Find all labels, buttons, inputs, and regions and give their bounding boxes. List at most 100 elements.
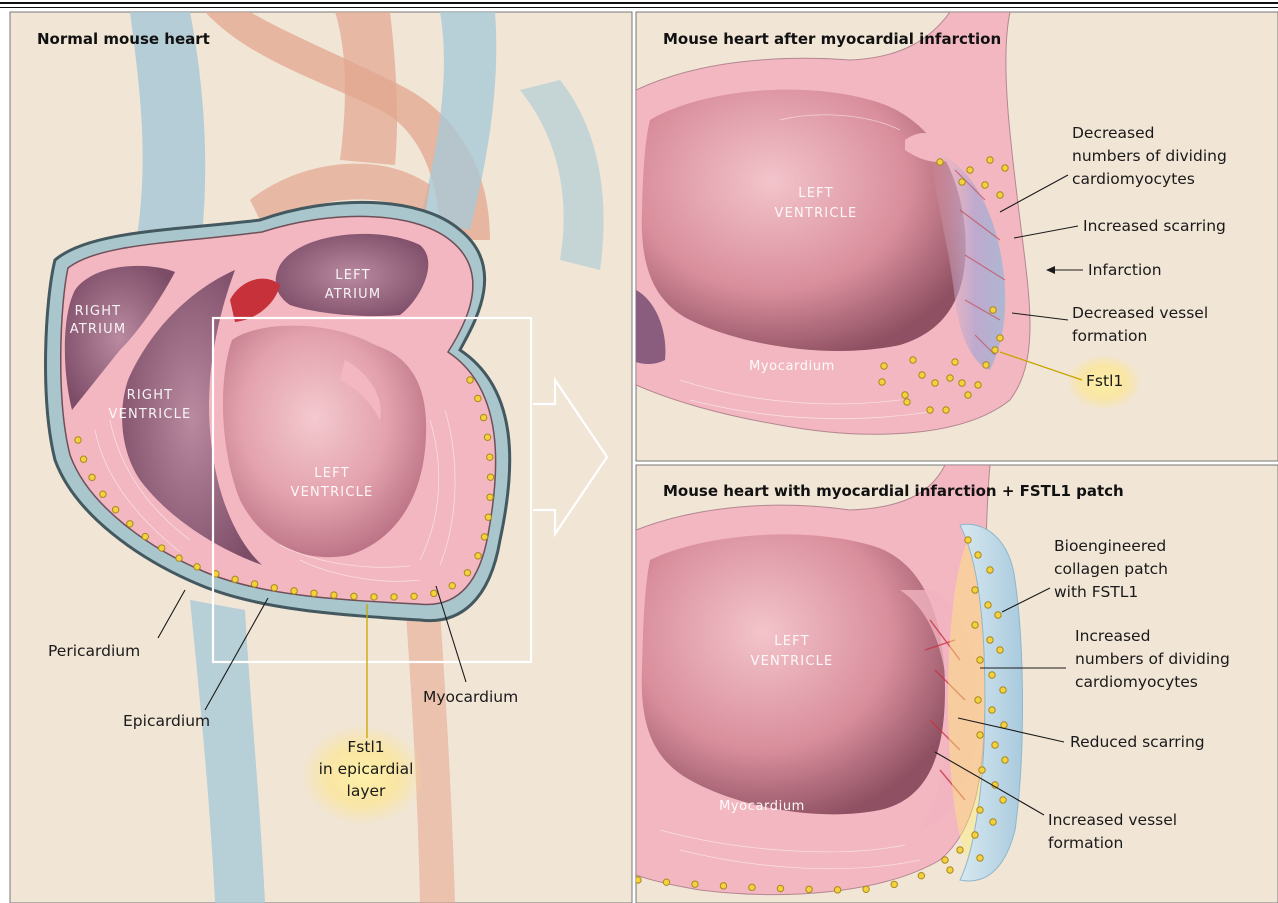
patch-lv-cavity [642, 534, 945, 814]
fstl1-dot [997, 335, 1003, 341]
fstl1-dot [965, 392, 971, 398]
fstl1-dot [972, 587, 978, 593]
fstl1-dot [480, 414, 486, 420]
fstl1-dot [987, 157, 993, 163]
infarct-label-infarction: Infarction [1088, 261, 1162, 279]
infarct-label-lv-2: VENTRICLE [775, 206, 858, 221]
panel-patch-title: Mouse heart with myocardial infarction +… [663, 482, 1124, 500]
fstl1-dot [975, 697, 981, 703]
fstl1-dot [972, 622, 978, 628]
fstl1-dot [481, 534, 487, 540]
label-left-atrium-2: ATRIUM [325, 287, 382, 302]
label-fstl1-2: in epicardial [319, 760, 414, 778]
fstl1-dot [902, 392, 908, 398]
infarct-label-vessel-2: formation [1072, 327, 1147, 345]
patch-label-scarring: Reduced scarring [1070, 733, 1205, 751]
fstl1-dot [80, 456, 86, 462]
fstl1-dot [1000, 687, 1006, 693]
fstl1-dot [194, 564, 200, 570]
fstl1-dot [992, 742, 998, 748]
fstl1-dot [977, 807, 983, 813]
fstl1-dot [979, 767, 985, 773]
panel-patch: Mouse heart with myocardial infarction +… [635, 465, 1278, 903]
fstl1-dot [977, 855, 983, 861]
fstl1-dot [834, 887, 840, 893]
fstl1-dot [232, 576, 238, 582]
fstl1-dot [932, 380, 938, 386]
fstl1-dot [972, 832, 978, 838]
infarct-label-dividing-1: Decreased [1072, 124, 1155, 142]
fstl1-dot [983, 362, 989, 368]
fstl1-dot [467, 377, 473, 383]
infarct-label-dividing-2: numbers of dividing [1072, 147, 1227, 165]
fstl1-dot [997, 647, 1003, 653]
top-rule [0, 2, 1278, 4]
label-left-ventricle-2: VENTRICLE [291, 485, 374, 500]
infarct-label-fstl1: Fstl1 [1086, 372, 1123, 390]
fstl1-dot [475, 395, 481, 401]
fstl1-dot [987, 637, 993, 643]
fstl1-dot [100, 491, 106, 497]
fstl1-dot [391, 594, 397, 600]
fstl1-dot [975, 382, 981, 388]
infarct-label-scarring: Increased scarring [1083, 217, 1226, 235]
top-rule-thin [0, 7, 1278, 8]
fstl1-dot [75, 437, 81, 443]
fstl1-dot [959, 179, 965, 185]
fstl1-dot [937, 159, 943, 165]
fstl1-dot [176, 555, 182, 561]
label-left-atrium-1: LEFT [335, 268, 370, 283]
fstl1-dot [806, 886, 812, 892]
fstl1-dot [943, 407, 949, 413]
fstl1-dot [985, 602, 991, 608]
fstl1-dot [977, 657, 983, 663]
label-left-ventricle-1: LEFT [314, 466, 349, 481]
fstl1-dot [982, 182, 988, 188]
fstl1-dot [331, 592, 337, 598]
fstl1-dot [990, 307, 996, 313]
fstl1-dot [990, 819, 996, 825]
fstl1-dot [947, 867, 953, 873]
fstl1-dot [749, 884, 755, 890]
fstl1-dot [904, 399, 910, 405]
patch-label-collagen-2: collagen patch [1054, 560, 1168, 578]
label-epicardium: Epicardium [123, 712, 210, 730]
panel-normal-heart: RIGHT ATRIUM LEFT ATRIUM RIGHT VENTRICLE… [10, 12, 632, 903]
patch-label-vessel-1: Increased vessel [1048, 811, 1177, 829]
fstl1-dot [1000, 797, 1006, 803]
fstl1-dot [910, 357, 916, 363]
panel-infarction-title: Mouse heart after myocardial infarction [663, 30, 1001, 48]
patch-label-dividing-1: Increased [1075, 627, 1150, 645]
fstl1-dot [975, 552, 981, 558]
fstl1-dot [777, 885, 783, 891]
fstl1-dot [881, 363, 887, 369]
fstl1-dot [464, 570, 470, 576]
fstl1-dot [89, 474, 95, 480]
label-right-ventricle-1: RIGHT [127, 388, 174, 403]
fstl1-dot [1002, 165, 1008, 171]
fstl1-dot [487, 494, 493, 500]
infarct-label-lv-1: LEFT [798, 186, 833, 201]
panel-infarction: Mouse heart after myocardial infarction … [636, 12, 1278, 461]
fstl1-dot [987, 567, 993, 573]
fstl1-dot [957, 847, 963, 853]
fstl1-dot [475, 553, 481, 559]
fstl1-dot [449, 583, 455, 589]
fstl1-dot [942, 857, 948, 863]
fstl1-dot [692, 881, 698, 887]
fstl1-dot [863, 886, 869, 892]
label-right-ventricle-2: VENTRICLE [109, 407, 192, 422]
fstl1-dot [127, 521, 133, 527]
fstl1-dot [251, 581, 257, 587]
infarct-label-vessel-1: Decreased vessel [1072, 304, 1208, 322]
fstl1-dot [1001, 722, 1007, 728]
fstl1-dot [1002, 757, 1008, 763]
fstl1-dot [965, 537, 971, 543]
infarct-label-dividing-3: cardiomyocytes [1072, 170, 1195, 188]
fstl1-dot [967, 167, 973, 173]
fstl1-dot [919, 372, 925, 378]
fstl1-dot [411, 593, 417, 599]
fstl1-dot [142, 533, 148, 539]
fstl1-dot [271, 585, 277, 591]
